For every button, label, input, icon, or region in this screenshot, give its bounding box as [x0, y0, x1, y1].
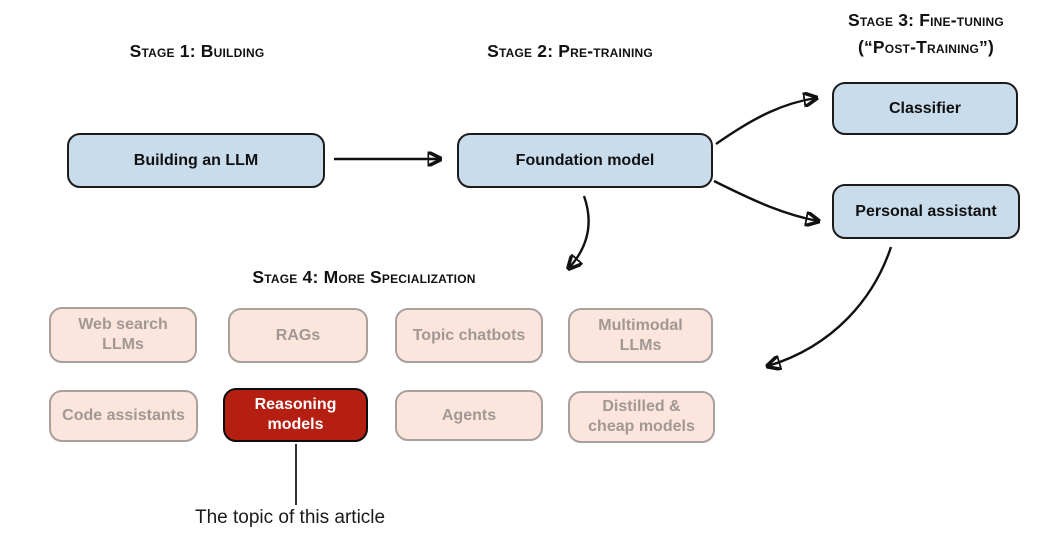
node-personal-assistant-label: Personal assistant — [855, 202, 997, 220]
node-distilled-cheap-models-line1: Distilled & — [602, 398, 681, 415]
node-multimodal-llms-line2: LLMs — [619, 336, 662, 354]
node-rags: RAGs — [228, 308, 368, 363]
node-foundation-model: Foundation model — [457, 133, 713, 188]
node-topic-chatbots: Topic chatbots — [395, 308, 543, 363]
node-distilled-cheap-models-line2: cheap models — [588, 418, 695, 435]
stage1-heading-text: Stage 1: Building — [129, 41, 265, 61]
node-web-search-llms: Web search LLMs — [49, 307, 197, 363]
arrow-personal-assistant-to-stage4 — [768, 246, 893, 366]
node-multimodal-llms: Multimodal LLMs — [568, 308, 713, 363]
node-web-search-llms-line1: Web search — [78, 316, 168, 333]
node-code-assistants-label: Code assistants — [62, 407, 185, 424]
stage3-heading-line1: Stage 3: Fine-tuning — [848, 10, 1004, 30]
node-building-llm-label: Building an LLM — [133, 151, 259, 169]
arrow-foundation-to-classifier — [715, 98, 816, 145]
stage2-heading-text: Stage 2: Pre-training — [487, 41, 653, 61]
node-rags-label: RAGs — [275, 326, 321, 344]
annotation-topic-text: The topic of this article — [195, 507, 386, 528]
stage1-heading: Stage 1: Building — [97, 38, 297, 65]
node-personal-assistant: Personal assistant — [832, 184, 1020, 239]
node-web-search-llms-line2: LLMs — [102, 336, 144, 353]
node-building-llm: Building an LLM — [67, 133, 325, 188]
stage3-heading-line2: (“Post-Training”) — [857, 37, 995, 57]
node-foundation-model-label: Foundation model — [515, 151, 655, 169]
node-multimodal-llms-line1: Multimodal — [598, 316, 683, 334]
node-reasoning-models: Reasoning models — [223, 388, 368, 442]
stage4-heading: Stage 4: More Specialization — [214, 264, 514, 291]
node-agents: Agents — [395, 390, 543, 441]
node-classifier: Classifier — [832, 82, 1018, 135]
node-agents-label: Agents — [441, 406, 497, 424]
node-reasoning-models-line2: models — [267, 416, 324, 433]
node-reasoning-models-line1: Reasoning — [254, 396, 337, 413]
stage4-heading-text: Stage 4: More Specialization — [252, 267, 476, 287]
stage2-heading: Stage 2: Pre-training — [470, 38, 670, 65]
stage3-heading: Stage 3: Fine-tuning (“Post-Training”) — [806, 7, 1040, 61]
node-classifier-label: Classifier — [888, 99, 962, 117]
node-distilled-cheap-models: Distilled & cheap models — [568, 391, 715, 443]
node-topic-chatbots-label: Topic chatbots — [412, 326, 526, 344]
arrow-foundation-to-personal-assistant — [713, 179, 818, 221]
node-code-assistants: Code assistants — [49, 390, 198, 442]
annotation-topic: The topic of this article — [195, 507, 385, 529]
arrow-foundation-to-stage4 — [569, 195, 590, 268]
